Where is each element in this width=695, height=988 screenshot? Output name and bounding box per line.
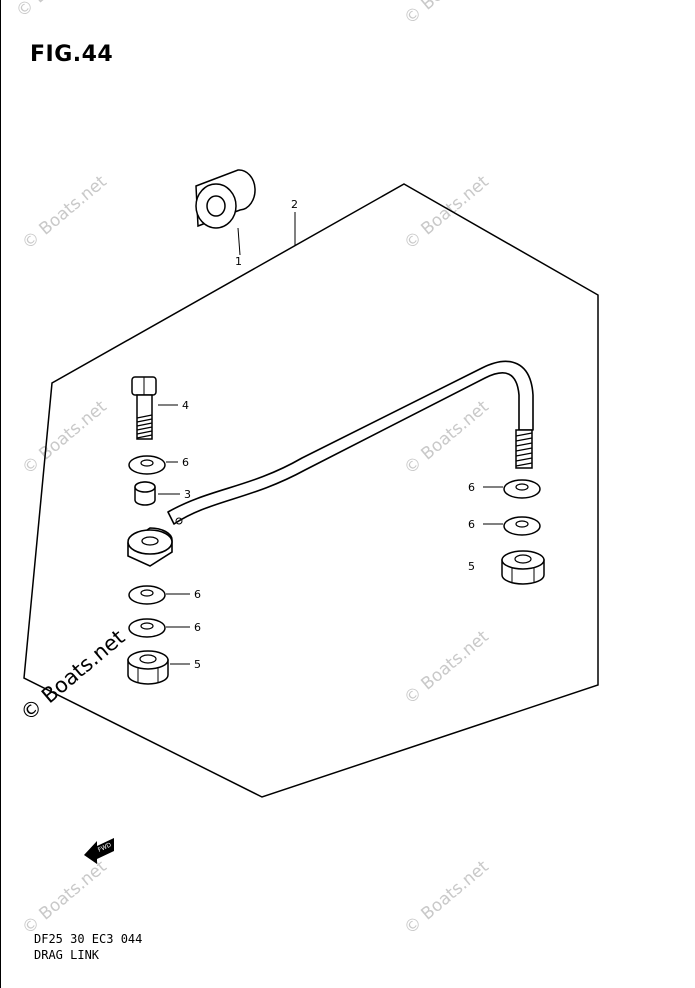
drag-link-rod: [127, 360, 534, 567]
callout-3: 3: [184, 488, 191, 501]
leader-line: [237, 227, 241, 256]
watermarks: © Boats.net © Boats.net © Boats.net © Bo…: [12, 0, 493, 939]
callout-5: 5: [194, 658, 201, 671]
bolt-part: [131, 376, 157, 440]
callout-6: 6: [194, 621, 201, 634]
watermark-text-dark: © Boats.net: [16, 625, 130, 726]
watermark-text: © Boats.net: [18, 172, 111, 254]
washer-part: [128, 455, 166, 475]
collar-part: [134, 481, 156, 506]
bushing-part: [195, 169, 256, 229]
fwd-arrow-icon: FWD: [84, 838, 114, 864]
diagram-name: DRAG LINK: [34, 948, 100, 962]
watermark-text: © Boats.net: [12, 0, 105, 22]
callout-2: 2: [291, 198, 298, 211]
watermark-text: © Boats.net: [400, 857, 493, 939]
watermark-text: © Boats.net: [400, 0, 493, 29]
washer-part: [503, 479, 541, 499]
callout-5: 5: [468, 560, 475, 573]
callout-6: 6: [182, 456, 189, 469]
watermark-text: © Boats.net: [18, 397, 111, 479]
washer-part: [128, 585, 166, 605]
watermark-text: © Boats.net: [400, 627, 493, 709]
assembly-outline: [23, 183, 599, 798]
washer-part: [128, 618, 166, 638]
figure-label: FIG.44: [30, 42, 114, 67]
callout-6: 6: [468, 518, 475, 531]
callout-4: 4: [182, 399, 189, 412]
washer-part: [503, 516, 541, 536]
callout-6: 6: [468, 481, 475, 494]
callout-6: 6: [194, 588, 201, 601]
nut-part: [127, 650, 169, 685]
watermark-text: © Boats.net: [18, 857, 111, 939]
diagram-code: DF25 30 EC3 044: [34, 932, 143, 946]
nut-part: [501, 550, 545, 585]
callout-1: 1: [235, 255, 242, 268]
watermark-text: © Boats.net: [400, 172, 493, 254]
